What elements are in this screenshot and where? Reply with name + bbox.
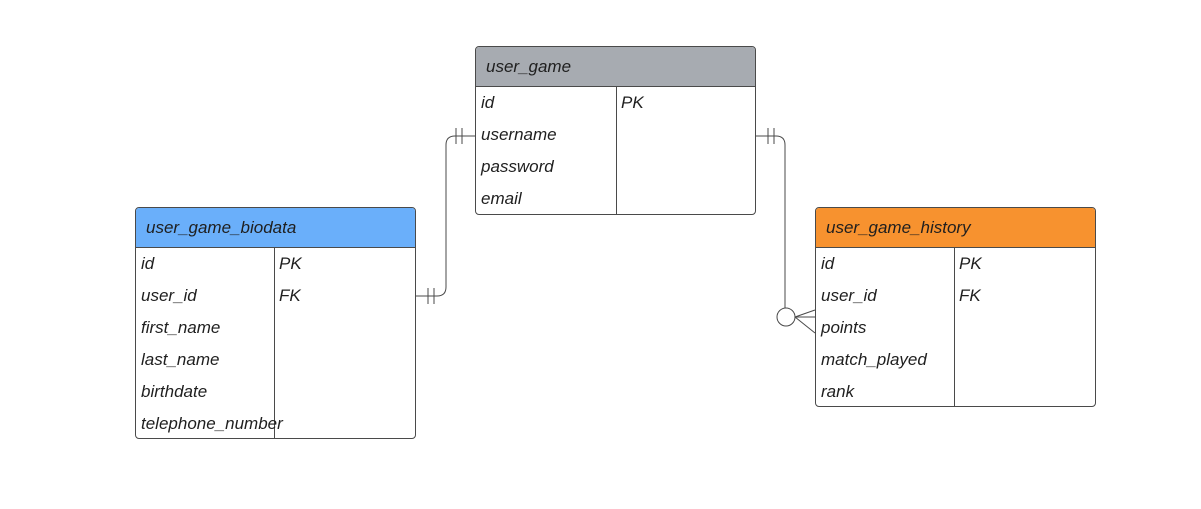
field-row[interactable]: first_name	[136, 312, 415, 344]
field-row[interactable]: rank	[816, 376, 1095, 406]
field-row[interactable]: last_name	[136, 344, 415, 376]
field-key: PK	[621, 93, 644, 112]
column-divider	[274, 248, 275, 438]
relationship-line-user-game-history[interactable]	[756, 135, 786, 308]
entity-body: id PK username password email	[476, 87, 755, 214]
entity-title: user_game_history	[826, 217, 971, 237]
field-row[interactable]: username	[476, 119, 755, 151]
entity-title: user_game	[486, 56, 572, 76]
field-name: user_id	[141, 286, 197, 305]
field-row[interactable]: user_id FK	[136, 280, 415, 312]
entity-user-game[interactable]: user_game id PK username password email	[475, 46, 756, 215]
field-name: id	[481, 93, 495, 112]
entity-header-user-game-biodata: user_game_biodata	[136, 208, 415, 248]
field-name: id	[821, 254, 835, 273]
column-divider	[616, 87, 617, 214]
zero-marker	[776, 307, 796, 327]
field-row[interactable]: id PK	[476, 87, 755, 119]
field-name: password	[481, 157, 554, 176]
field-row[interactable]: points	[816, 312, 1095, 344]
field-row[interactable]: user_id FK	[816, 280, 1095, 312]
field-name: last_name	[141, 350, 220, 369]
field-name: birthdate	[141, 382, 208, 401]
field-name: match_played	[821, 350, 927, 369]
field-row[interactable]: email	[476, 183, 755, 214]
field-row[interactable]: id PK	[816, 248, 1095, 280]
entity-user-game-history[interactable]: user_game_history id PK user_id FK points …	[815, 207, 1096, 407]
entity-header-user-game: user_game	[476, 47, 755, 87]
field-name: user_id	[821, 286, 877, 305]
field-row[interactable]: birthdate	[136, 376, 415, 408]
crows-foot-line	[794, 316, 816, 334]
column-divider	[954, 248, 955, 406]
entity-user-game-biodata[interactable]: user_game_biodata id PK user_id FK first_n…	[135, 207, 416, 439]
field-key: PK	[279, 254, 302, 273]
field-name: rank	[821, 382, 855, 401]
field-name: id	[141, 254, 155, 273]
crows-foot-line	[794, 309, 816, 318]
entity-title: user_game_biodata	[146, 217, 297, 237]
field-row[interactable]: id PK	[136, 248, 415, 280]
entity-header-user-game-history: user_game_history	[816, 208, 1095, 248]
field-name: email	[481, 189, 522, 208]
field-row[interactable]: password	[476, 151, 755, 183]
entity-body: id PK user_id FK points match_played rank	[816, 248, 1095, 406]
field-name: telephone_number	[141, 414, 283, 433]
field-row[interactable]: match_played	[816, 344, 1095, 376]
field-key: PK	[959, 254, 982, 273]
field-name: username	[481, 125, 557, 144]
field-name: points	[821, 318, 867, 337]
field-key: FK	[959, 286, 981, 305]
field-row[interactable]: telephone_number	[136, 408, 415, 438]
field-key: FK	[279, 286, 301, 305]
entity-body: id PK user_id FK first_name last_name birt…	[136, 248, 415, 438]
relationship-line-user-game-biodata[interactable]	[416, 135, 475, 297]
field-name: first_name	[141, 318, 221, 337]
